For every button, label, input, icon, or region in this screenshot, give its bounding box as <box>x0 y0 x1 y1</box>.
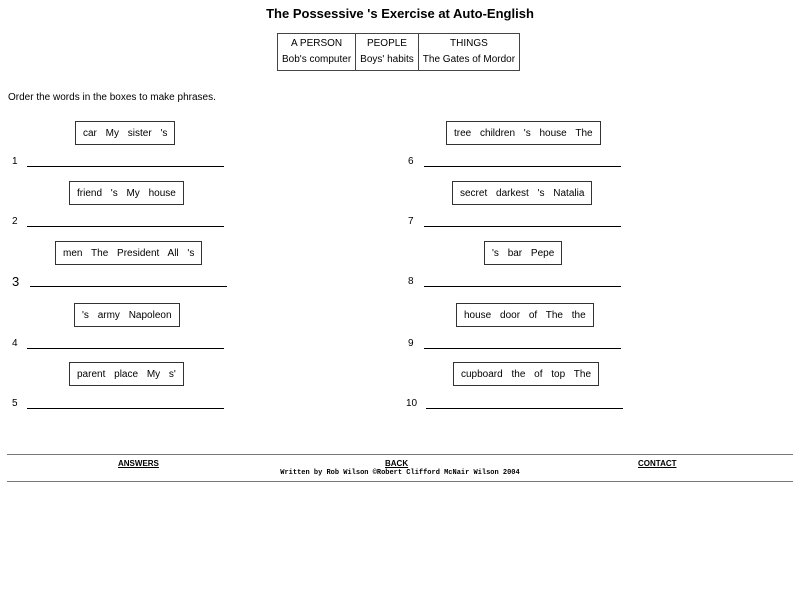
word-box-1: car My sister 's <box>75 121 176 145</box>
word-box-8: 's bar Pepe <box>484 241 563 265</box>
answer-line-7[interactable] <box>424 226 621 227</box>
possessive-examples-table: A PERSON PEOPLE THINGS Bob's computer Bo… <box>277 33 521 71</box>
answer-line-10[interactable] <box>426 408 623 409</box>
instructions: Order the words in the boxes to make phr… <box>8 92 216 103</box>
contact-link[interactable]: CONTACT <box>638 459 677 468</box>
word-box-6: tree children 's house The <box>446 121 601 145</box>
exercise-number-8: 8 <box>408 276 414 287</box>
example-a-person: Bob's computer <box>282 54 352 65</box>
table-header-row: A PERSON PEOPLE THINGS <box>278 33 520 51</box>
word-box-7: secret darkest 's Natalia <box>452 181 593 205</box>
exercise-number-5: 5 <box>12 398 18 409</box>
answer-line-4[interactable] <box>27 348 224 349</box>
header-a-person: A PERSON <box>291 38 343 49</box>
header-people: PEOPLE <box>355 33 419 51</box>
back-link[interactable]: BACK <box>385 459 409 468</box>
word-box-3: men The President All 's <box>55 241 203 265</box>
answer-line-3[interactable] <box>30 286 227 287</box>
exercise-number-1: 1 <box>12 156 18 167</box>
exercise-number-3: 3 <box>12 274 20 289</box>
answer-line-8[interactable] <box>424 286 621 287</box>
exercise-number-6: 6 <box>408 156 414 167</box>
exercise-number-2: 2 <box>12 216 18 227</box>
table-example-row: Bob's computer Boys' habits The Gates of… <box>278 51 520 71</box>
word-box-9: house door of The the <box>456 303 594 327</box>
exercise-number-7: 7 <box>408 216 414 227</box>
credit-line: Written by Rob Wilson ©Robert Clifford M… <box>280 469 520 477</box>
header-things: THINGS <box>417 33 520 51</box>
footer-divider-top <box>7 454 793 455</box>
footer-divider-bottom <box>7 481 793 482</box>
exercise-number-4: 4 <box>12 338 18 349</box>
example-people: Boys' habits <box>355 51 419 71</box>
answer-line-6[interactable] <box>424 166 621 167</box>
page-title: The Possessive 's Exercise at Auto-Engli… <box>266 6 534 21</box>
answers-link[interactable]: ANSWERS <box>118 459 159 468</box>
exercise-number-10: 10 <box>406 398 418 409</box>
word-box-10: cupboard the of top The <box>453 362 600 386</box>
word-box-2: friend 's My house <box>69 181 184 205</box>
answer-line-9[interactable] <box>424 348 621 349</box>
exercise-number-9: 9 <box>408 338 414 349</box>
example-things: The Gates of Mordor <box>417 51 520 71</box>
answer-line-2[interactable] <box>27 226 224 227</box>
answer-line-1[interactable] <box>27 166 224 167</box>
word-box-4: 's army Napoleon <box>74 303 180 327</box>
word-box-5: parent place My s' <box>69 362 184 386</box>
answer-line-5[interactable] <box>27 408 224 409</box>
